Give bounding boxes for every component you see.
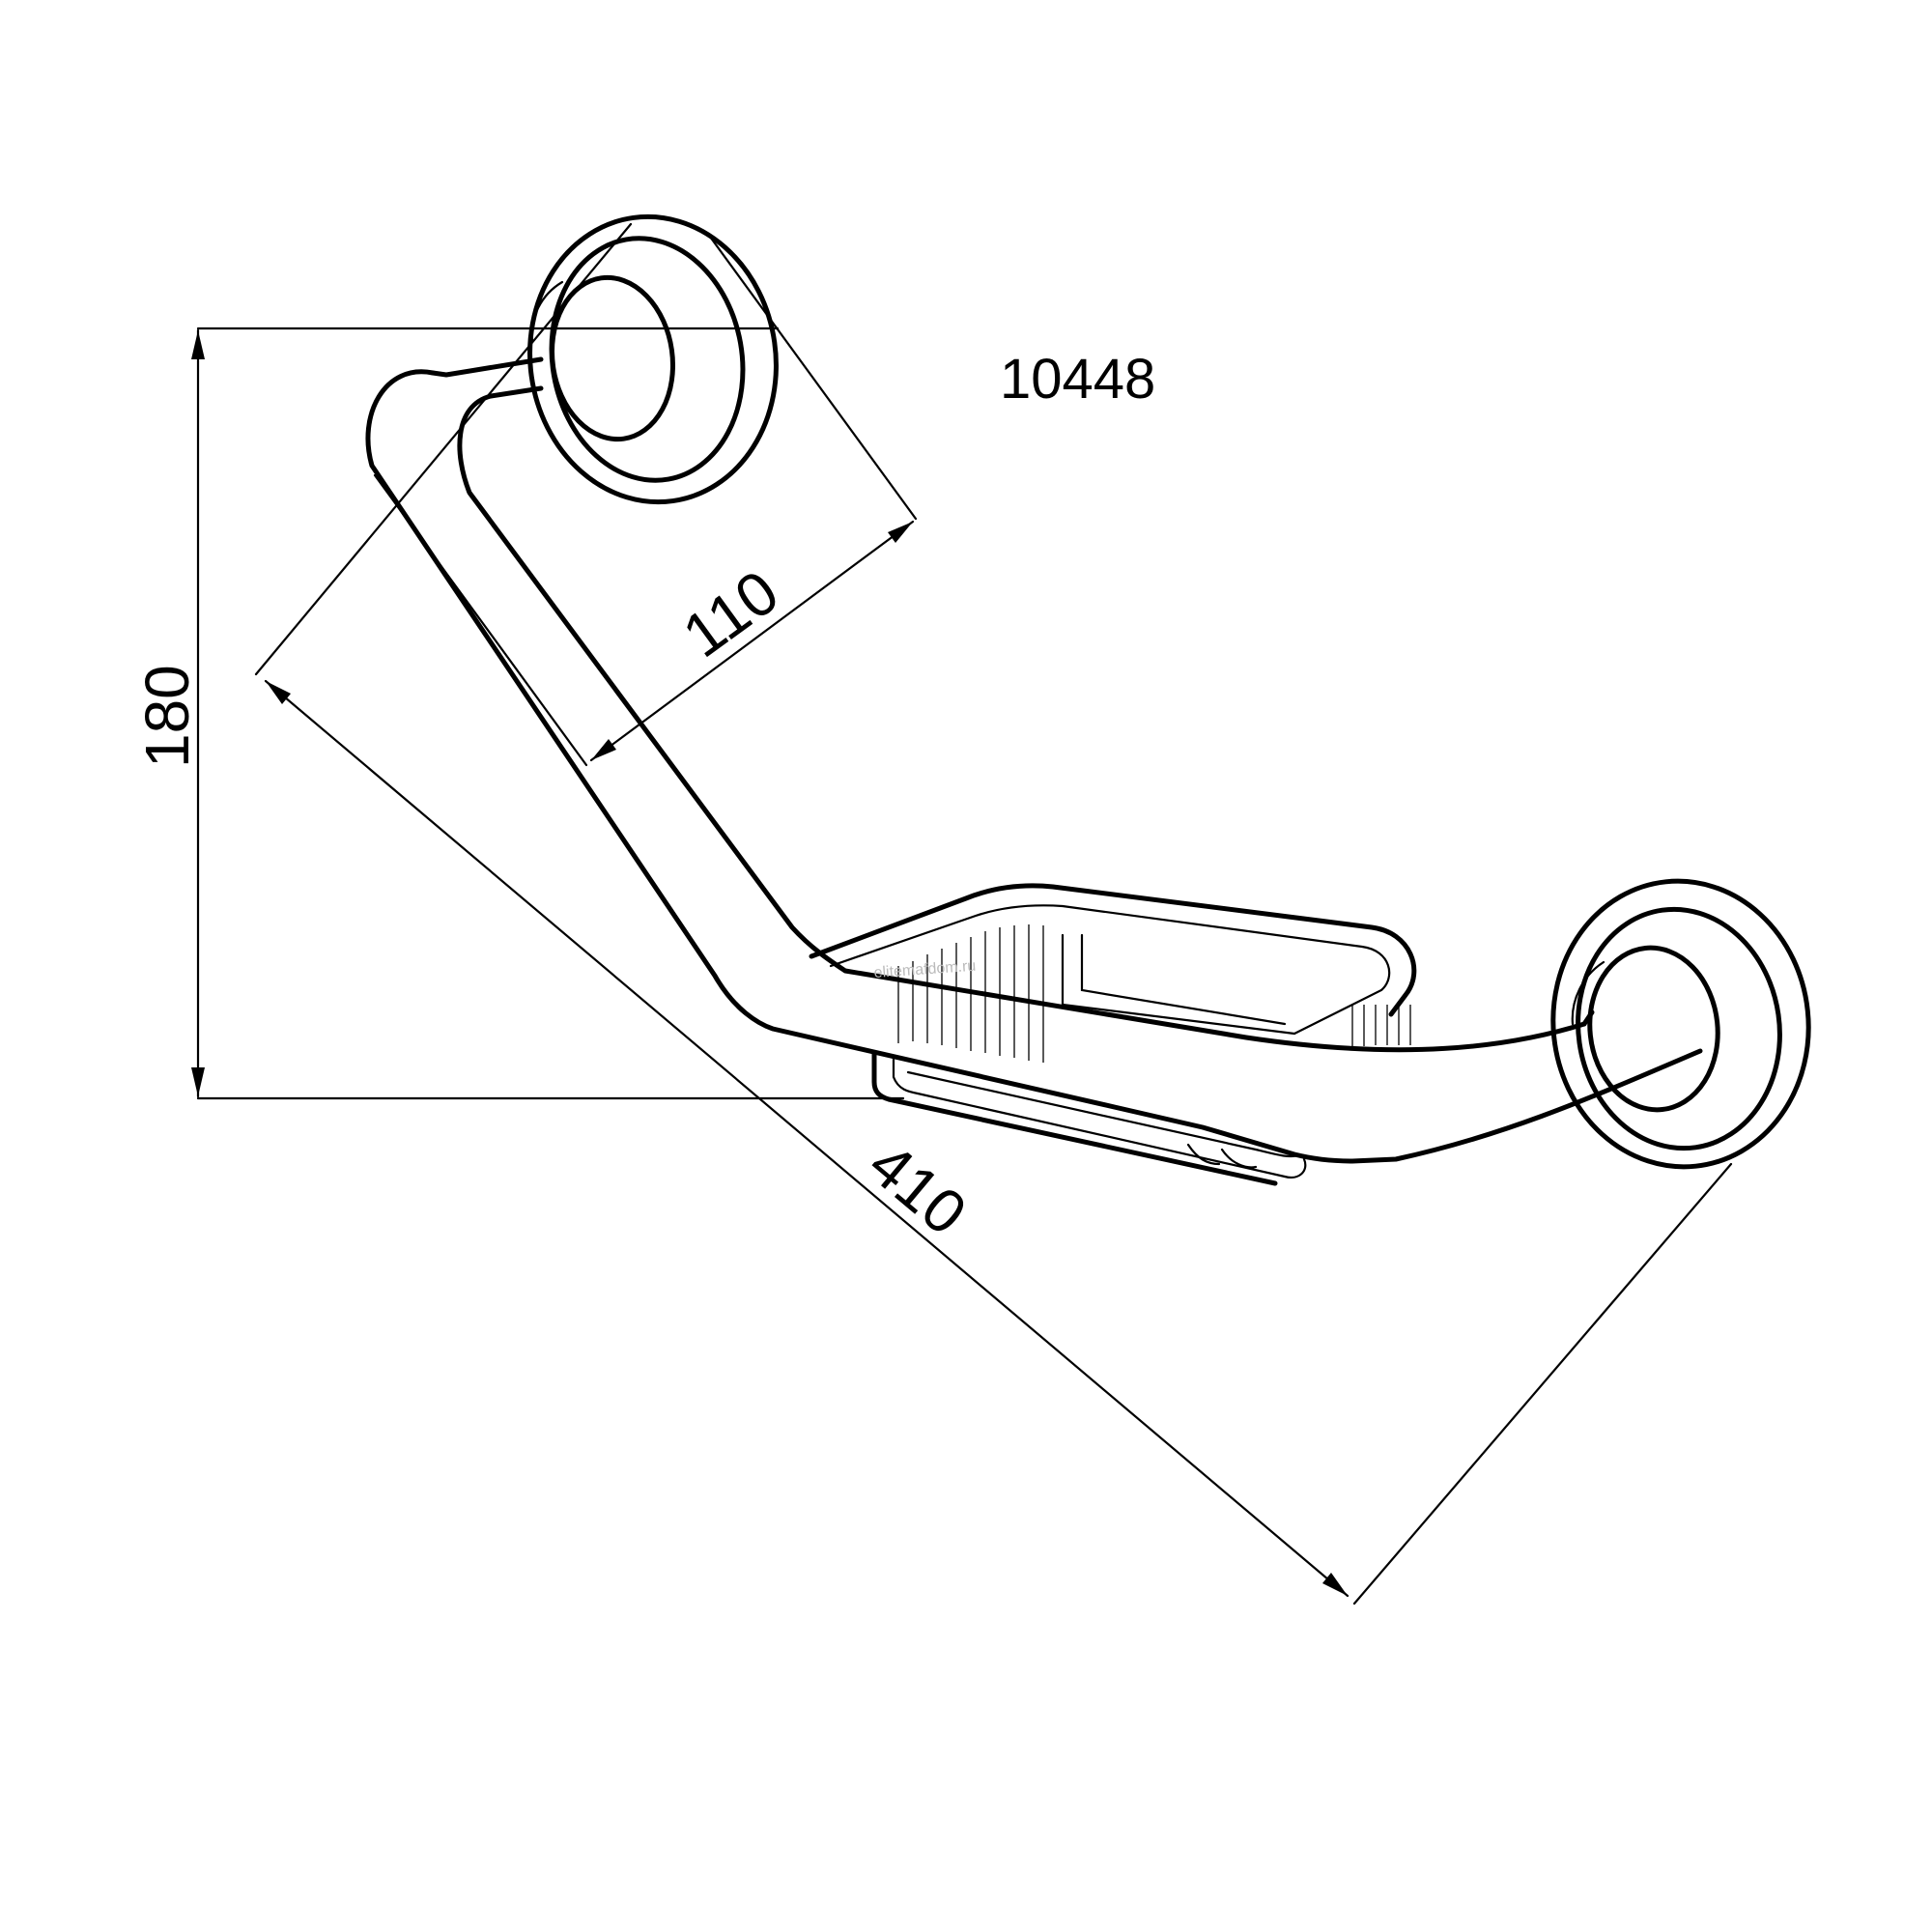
arrow-left [266,681,291,704]
dimension-line [589,520,915,762]
arrow-right [1322,1573,1348,1596]
arrow-right [888,522,913,543]
arrow-top [191,330,205,359]
extension-line-left [254,222,633,676]
height-dimension: 180 [132,327,905,1100]
length-label: 410 [856,1129,980,1249]
dimension-line [264,679,1350,1598]
arrow-bottom [191,1067,205,1096]
extension-line-right [1352,1162,1733,1605]
extension-line-right [708,235,918,521]
depth-label: 110 [670,556,791,670]
lower-wall-flange [1550,878,1811,1170]
grab-bar [365,356,1703,1164]
upper-wall-flange [527,213,779,505]
length-dimension: 410 [254,222,1733,1605]
watermark: elitemafdom.ru [873,958,977,981]
height-label: 180 [132,665,202,768]
model-number: 10448 [1000,348,1155,411]
arrow-left [591,739,616,760]
extension-line-left [373,473,588,767]
